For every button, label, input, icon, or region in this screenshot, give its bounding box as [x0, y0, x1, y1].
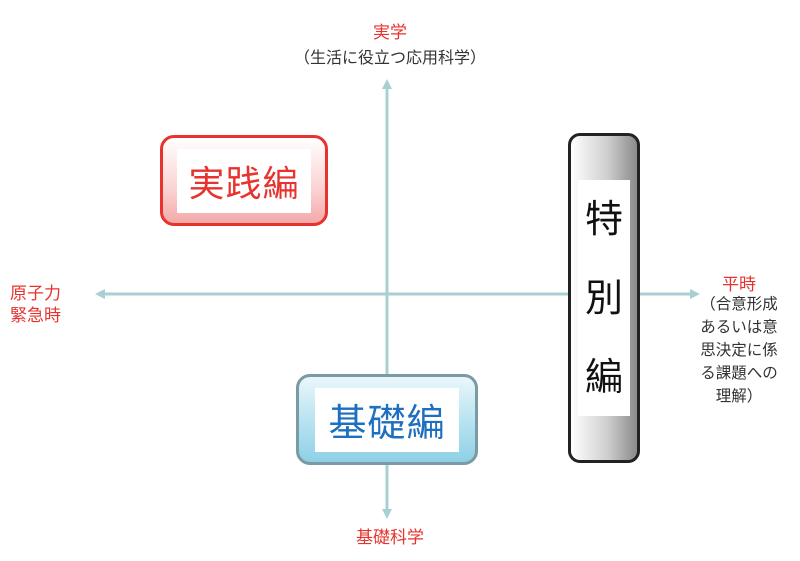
left-axis-line1: 原子力 — [10, 284, 61, 304]
right-axis-sub-line1: （合意形成 — [700, 295, 778, 313]
bottom-axis-title: 基礎科学 — [356, 528, 424, 548]
right-axis-title: 平時 — [722, 275, 756, 295]
basic-box: 基礎編 — [296, 374, 478, 465]
top-axis-subtitle: （生活に役立つ応用科学） — [293, 48, 486, 67]
right-axis-subtitle: （合意形成 あるいは意 思決定に係 る課題への 理解） — [680, 293, 798, 408]
basic-label: 基礎編 — [315, 387, 459, 452]
practice-label: 実践編 — [177, 148, 311, 213]
practice-box: 実践編 — [160, 135, 328, 226]
left-axis-line2: 緊急時 — [10, 306, 61, 326]
left-axis-label: 原子力 緊急時 — [10, 283, 61, 327]
special-char-3: 編 — [584, 354, 623, 399]
special-char-2: 別 — [584, 275, 623, 320]
special-box: 特 別 編 — [568, 133, 640, 463]
top-axis-title: 実学 — [373, 23, 407, 43]
right-axis-sub-line5: 理解） — [715, 387, 763, 405]
right-axis-sub-line3: 思決定に係 — [700, 341, 778, 359]
right-axis-sub-line4: る課題への — [700, 364, 778, 382]
right-axis-sub-line2: あるいは意 — [700, 318, 778, 336]
special-char-1: 特 — [584, 197, 623, 242]
special-label: 特 別 編 — [578, 180, 630, 416]
